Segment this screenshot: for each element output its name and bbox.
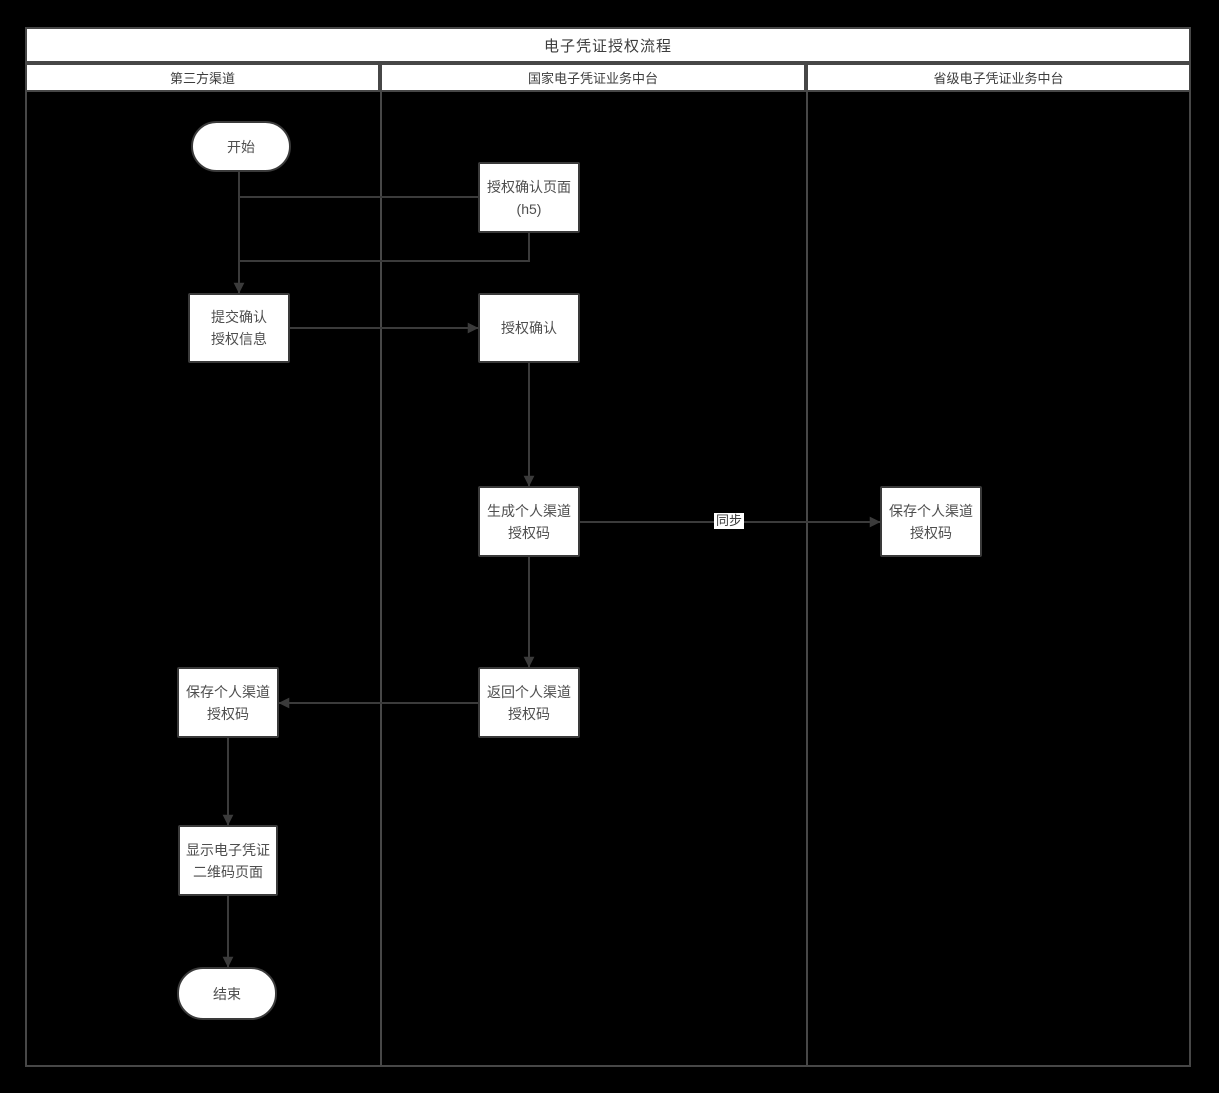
lane-header-national-platform: 国家电子凭证业务中台: [380, 63, 806, 92]
node-save-auth-code-channel: 保存个人渠道 授权码: [177, 667, 279, 738]
node-generate-channel-auth-code: 生成个人渠道 授权码: [478, 486, 580, 557]
node-start: 开始: [191, 121, 291, 172]
pool-body-border: [25, 92, 1191, 1067]
node-end: 结束: [177, 967, 277, 1020]
edge-label-sync: 同步: [714, 513, 745, 529]
lane-header-provincial-platform: 省级电子凭证业务中台: [806, 63, 1191, 92]
node-auth-confirm: 授权确认: [478, 293, 580, 363]
node-save-auth-code-provincial: 保存个人渠道 授权码: [880, 486, 982, 557]
lane-divider-2: [806, 63, 808, 1067]
node-submit-auth-info: 提交确认 授权信息: [188, 293, 290, 363]
node-auth-confirm-page-h5: 授权确认页面 (h5): [478, 162, 580, 233]
lane-header-third-party: 第三方渠道: [25, 63, 380, 92]
lane-divider-1: [380, 63, 382, 1067]
node-return-channel-auth-code: 返回个人渠道 授权码: [478, 667, 580, 738]
pool-title: 电子凭证授权流程: [25, 27, 1191, 63]
node-show-qr-code-page: 显示电子凭证 二维码页面: [178, 825, 278, 896]
